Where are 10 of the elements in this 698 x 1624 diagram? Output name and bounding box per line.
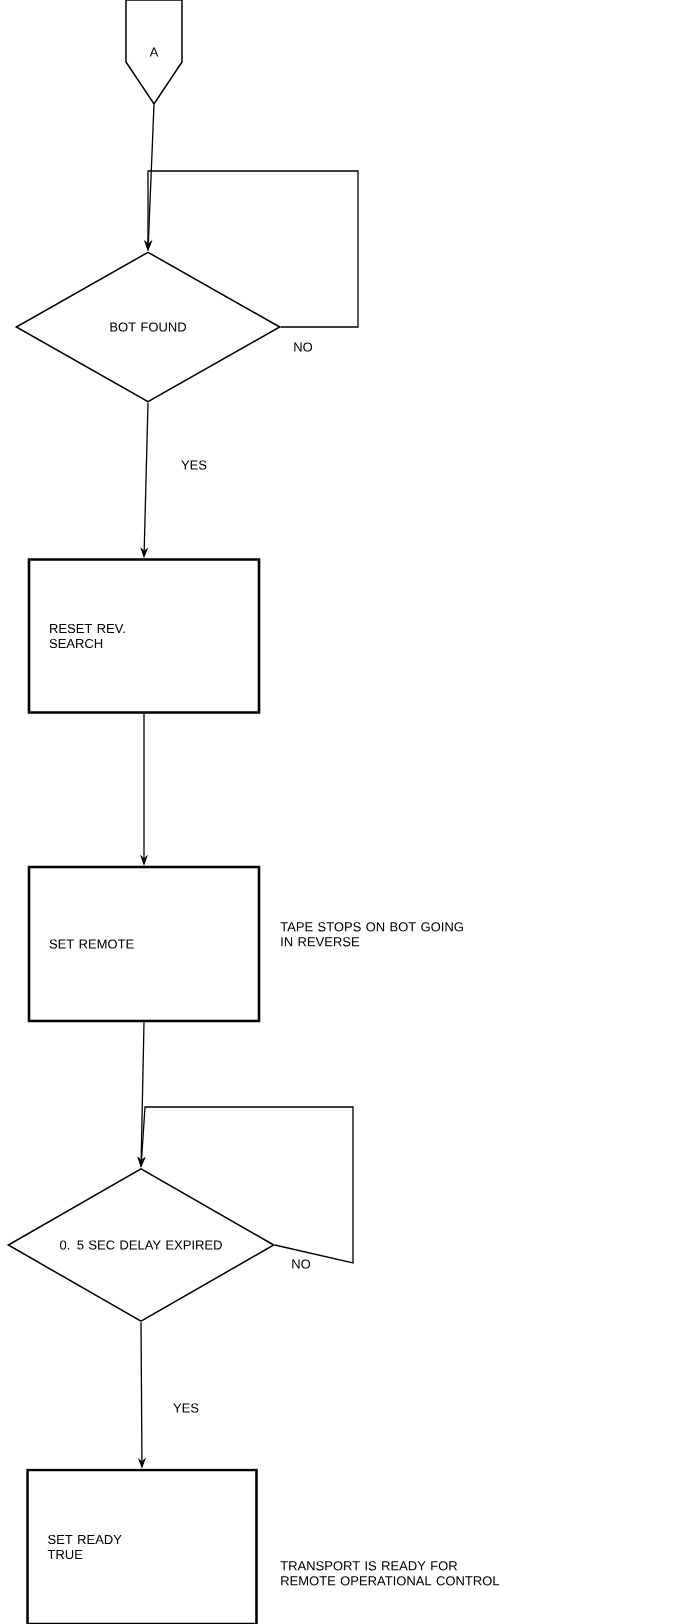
process-box: RESET REV. SEARCH xyxy=(27,558,261,714)
edge-label: NO xyxy=(290,1258,312,1270)
edge-label: YES xyxy=(172,1402,200,1414)
off-page-connector: A xyxy=(125,0,183,106)
process-box: SET REMOTE xyxy=(27,865,261,1023)
edge-label: NO xyxy=(292,341,314,353)
edge-label: YES xyxy=(180,459,208,471)
note-text: TAPE STOPS ON BOT GOING IN REVERSE xyxy=(280,922,463,947)
process-box: SET READY TRUE xyxy=(26,1468,258,1624)
note-text: TRANSPORT IS READY FOR REMOTE OPERATIONAL CONTROL xyxy=(280,1561,500,1586)
